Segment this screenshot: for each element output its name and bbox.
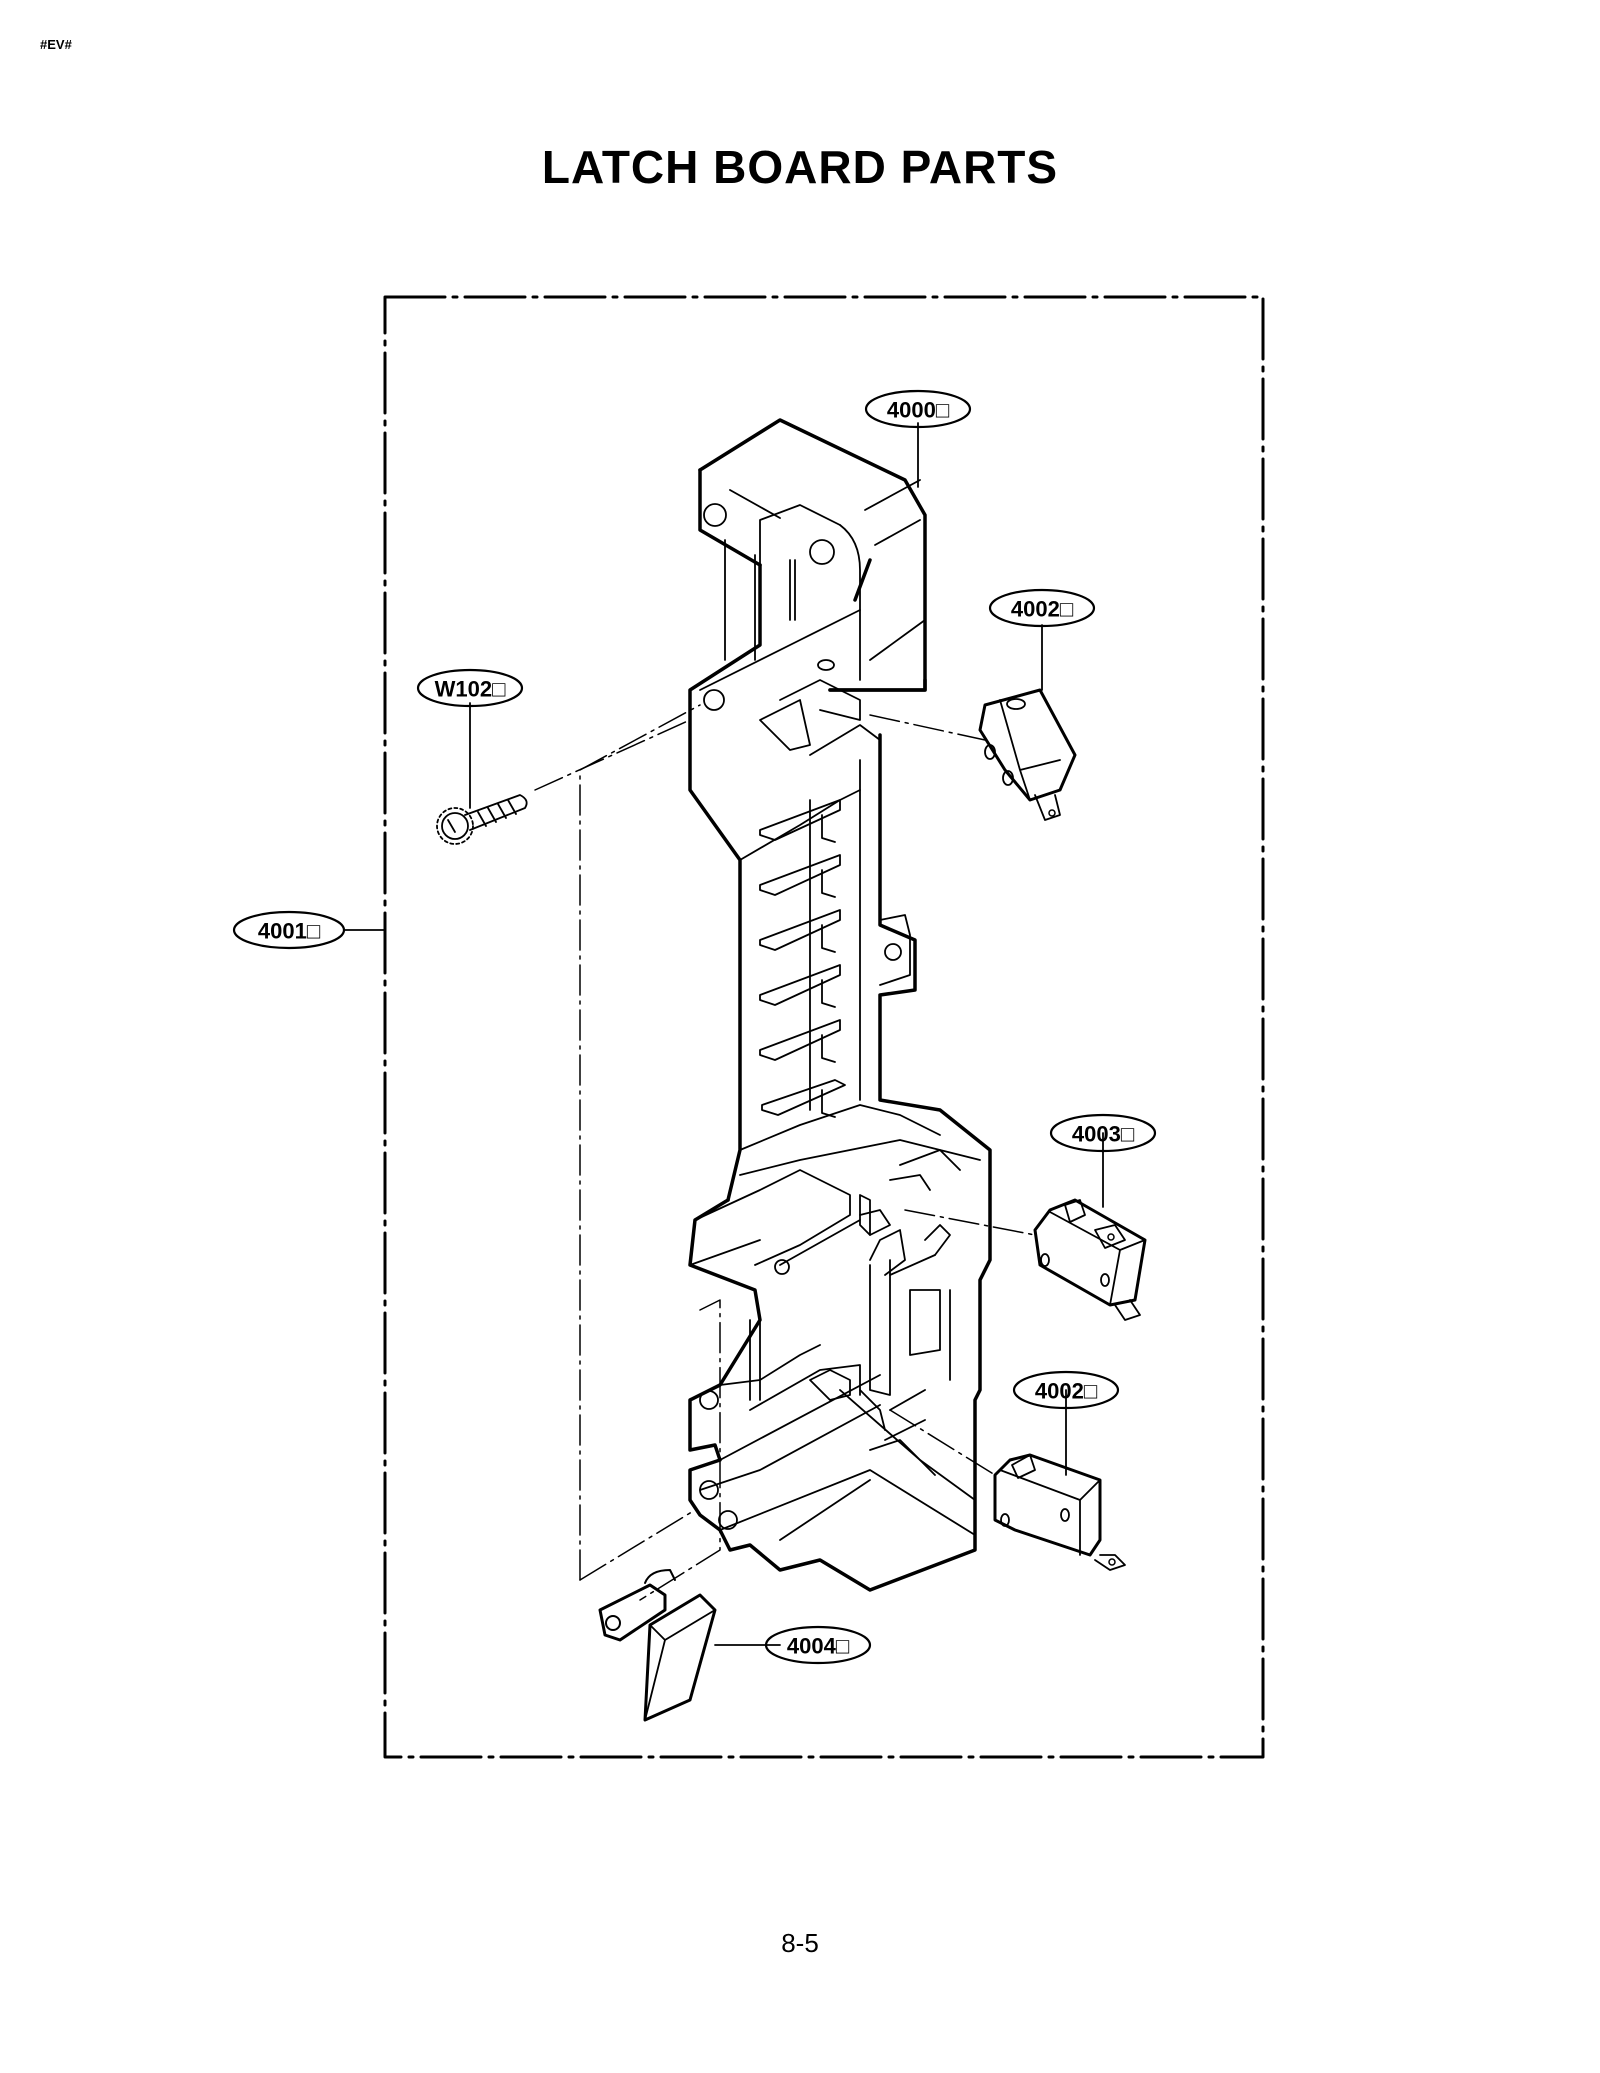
assembly-guides [534,704,1036,1601]
leader-lines [343,422,1104,1646]
latch-board-details [689,479,981,1541]
latch-lever [598,1569,717,1722]
callout-w102: W102□ [435,677,506,702]
page-number: 8-5 [781,1928,819,1958]
micro-switch-upper [978,688,1077,821]
callout-4002-lower: 4002□ [1035,1379,1097,1404]
callout-ellipses [232,389,1157,1665]
micro-switch-lower [993,1453,1126,1571]
callout-4001: 4001□ [258,919,320,944]
latch-board-body [688,418,992,1592]
diagram-frame [383,295,1265,1759]
micro-switch-monitor [1033,1198,1147,1321]
callout-4002-upper: 4002□ [1011,597,1073,622]
latch-ribs [759,799,846,1118]
callout-4000: 4000□ [887,398,949,423]
document-code: #EV# [40,37,72,52]
screw [436,794,528,845]
callout-4004: 4004□ [787,1634,849,1659]
page-title: LATCH BOARD PARTS [541,141,1059,193]
callout-4003: 4003□ [1072,1122,1134,1147]
